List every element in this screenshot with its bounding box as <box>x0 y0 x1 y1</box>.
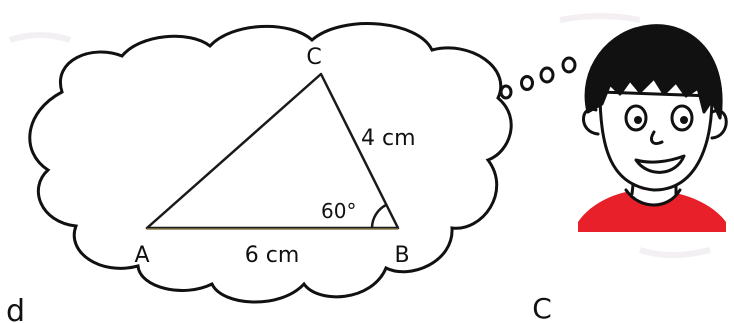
boy-hair <box>584 24 723 120</box>
thought-cloud <box>28 22 513 304</box>
boy-mouth <box>634 154 686 174</box>
angle-b-arc <box>370 203 387 229</box>
vertex-label-b: B <box>394 243 409 268</box>
side-bc-label: 4 cm <box>361 126 416 151</box>
margin-letter-left: d <box>6 294 25 323</box>
background-texture <box>9 13 711 258</box>
boy-illustration <box>578 24 728 232</box>
vertex-label-c: C <box>306 45 321 70</box>
triangle-abc <box>145 72 400 230</box>
thought-bubble-medium-2 <box>539 66 555 84</box>
thought-bubble-small <box>499 84 513 100</box>
angle-b-label: 60° <box>321 199 356 223</box>
boy-nose <box>650 130 664 146</box>
side-ab-label: 6 cm <box>245 243 300 268</box>
boy-pupil-right <box>680 116 688 124</box>
boy-face <box>598 90 714 192</box>
thought-bubbles <box>499 56 577 100</box>
thought-bubble-large <box>561 56 577 74</box>
boy-ear-left <box>582 107 600 136</box>
margin-letter-right: C <box>532 292 552 323</box>
boy-pupil-left <box>634 116 642 124</box>
thought-bubble-medium <box>520 75 534 91</box>
vertex-label-a: A <box>134 243 149 268</box>
boy-shirt <box>578 189 726 232</box>
